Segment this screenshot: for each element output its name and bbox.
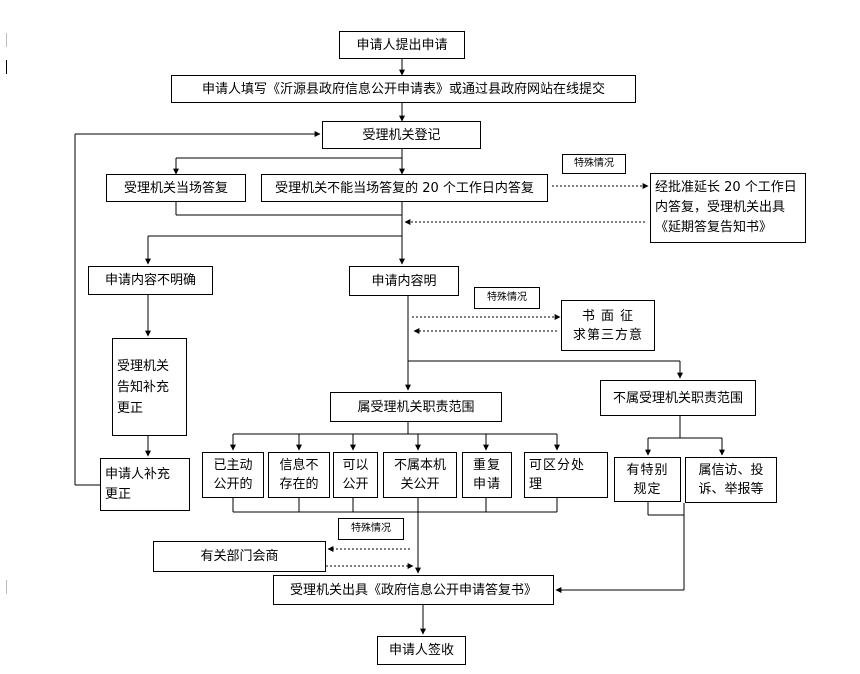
applicant-sign-node: 申请人签收 — [377, 636, 466, 665]
answer-within-20-days-node: 受理机关不能当场答复的 20 个工作日内答复 — [261, 174, 548, 202]
reply-letter-node: 受理机关出具《政府信息公开申请答复书》 — [273, 575, 554, 605]
special-case-tag: 特殊情况 — [562, 154, 626, 174]
register-node: 受理机关登记 — [322, 121, 481, 149]
submit-application-node: 申请人提出申请 — [339, 31, 465, 59]
not-this-agency-node: 不属本机 关公开 — [383, 452, 457, 498]
separable-node: 可区分处 理 — [524, 452, 608, 498]
special-provision-node: 有特别 规定 — [614, 457, 681, 502]
answer-on-spot-node: 受理机关当场答复 — [106, 174, 246, 202]
department-consult-node: 有关部门会商 — [153, 541, 326, 572]
special-case-tag: 特殊情况 — [338, 518, 404, 540]
third-party-opinion-node: 书 面 征 求第三方意 — [561, 300, 655, 351]
in-scope-node: 属受理机关职责范围 — [330, 392, 502, 422]
info-not-exist-node: 信息不 存在的 — [268, 452, 330, 498]
can-disclose-node: 可以 公开 — [333, 452, 378, 498]
text-cursor — [6, 60, 7, 74]
applicant-supplement-node: 申请人补充 更正 — [100, 458, 190, 511]
fill-form-node: 申请人填写《沂源县政府信息公开申请表》或通过县政府网站在线提交 — [171, 75, 636, 103]
clear-content-node: 申请内容明 — [349, 266, 459, 296]
already-disclosed-node: 已主动 公开的 — [202, 452, 264, 498]
page-edge-mark — [6, 33, 7, 47]
unclear-content-node: 申请内容不明确 — [88, 266, 213, 295]
special-case-tag: 特殊情况 — [474, 287, 540, 309]
duplicate-request-node: 重复 申请 — [462, 452, 512, 498]
petition-complaint-node: 属信访、投 诉、举报等 — [685, 457, 777, 503]
extension-notice-node: 经批准延长 20 个工作日 内答复，受理机关出具 《延期答复告知书》 — [650, 173, 806, 243]
out-of-scope-node: 不属受理机关职责范围 — [600, 380, 756, 416]
notify-supplement-node: 受理机关 告知补充 更正 — [112, 338, 187, 436]
page-edge-mark — [6, 580, 7, 594]
